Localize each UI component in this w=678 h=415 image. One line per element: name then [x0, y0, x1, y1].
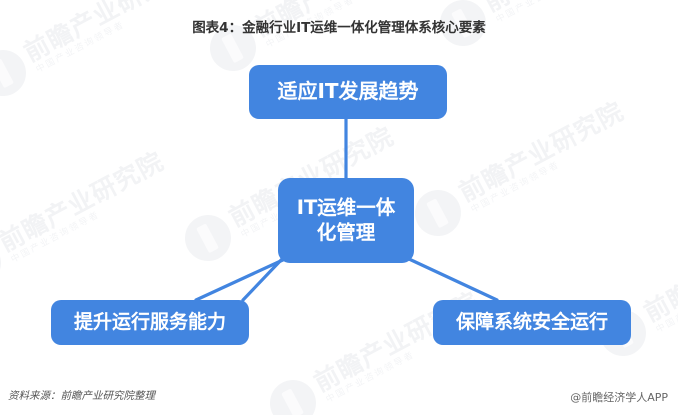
source-note: 资料来源：前瞻产业研究院整理: [8, 390, 155, 402]
connector-center-to-left: [241, 256, 285, 302]
diagram-node-center[interactable]: IT运维一体 化管理: [278, 178, 414, 263]
diagram-node-bottom-right[interactable]: 保障系统安全运行: [433, 300, 631, 345]
connector-lines: [194, 119, 499, 302]
brand-note: @前瞻经济学人APP: [570, 391, 668, 404]
page-title: 图表4：金融行业IT运维一体化管理体系核心要素: [192, 20, 486, 36]
connector-center-to-right: [407, 257, 499, 302]
center-label-line1: IT运维一体: [296, 195, 396, 219]
diagram-canvas: 适应IT发展趋势 IT运维一体 化管理 提升运行服务能力 保障系统安全运行: [51, 65, 631, 345]
connector-center-to-left-long: [194, 257, 287, 302]
diagram-node-center-label: IT运维一体 化管理: [297, 196, 396, 246]
diagram-node-top[interactable]: 适应IT发展趋势: [249, 65, 447, 119]
diagram-node-bottom-left[interactable]: 提升运行服务能力: [51, 300, 249, 345]
center-label-line2: 化管理: [316, 220, 376, 244]
